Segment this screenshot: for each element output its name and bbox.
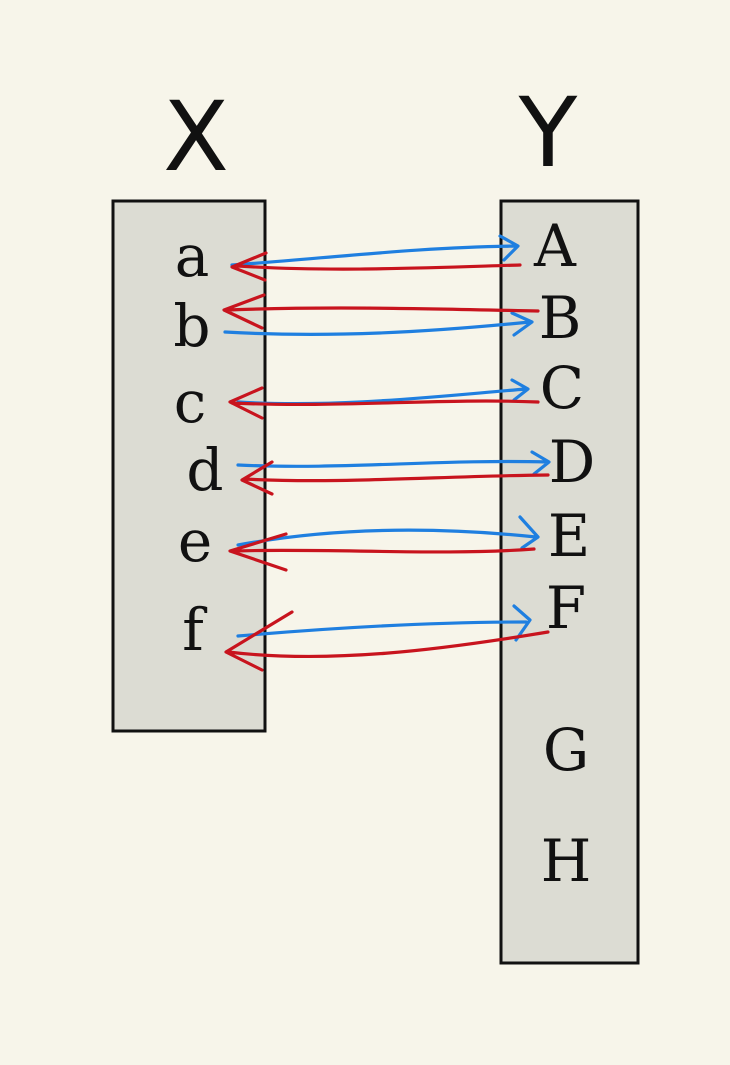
inverse-arrow-E-e (228, 532, 536, 572)
inverse-arrow-A-a (230, 251, 522, 282)
forward-arrow-a-A (230, 234, 520, 267)
inverse-arrows (222, 251, 550, 672)
element-C: C (540, 354, 584, 422)
element-H: H (541, 827, 592, 895)
set-x-title: X (163, 81, 229, 193)
forward-arrow-e-E (236, 515, 540, 550)
element-A: A (533, 212, 577, 280)
set-y-title: Y (518, 77, 578, 189)
forward-arrow-d-D (236, 450, 551, 476)
inverse-arrow-C-c (228, 386, 540, 420)
element-D: D (549, 428, 596, 496)
forward-arrow-f-F (236, 604, 532, 642)
element-b: b (173, 292, 210, 360)
element-G: G (543, 716, 589, 784)
element-E: E (548, 502, 590, 570)
element-f: f (182, 596, 207, 664)
element-a: a (175, 222, 210, 290)
element-B: B (539, 284, 582, 352)
inverse-arrow-F-f (224, 610, 550, 672)
inverse-arrow-D-d (240, 460, 550, 496)
inverse-arrow-B-b (222, 293, 540, 330)
element-F: F (546, 574, 586, 642)
forward-arrow-b-B (223, 311, 534, 337)
element-e: e (178, 507, 212, 575)
element-c: c (174, 368, 206, 436)
element-d: d (186, 436, 223, 504)
